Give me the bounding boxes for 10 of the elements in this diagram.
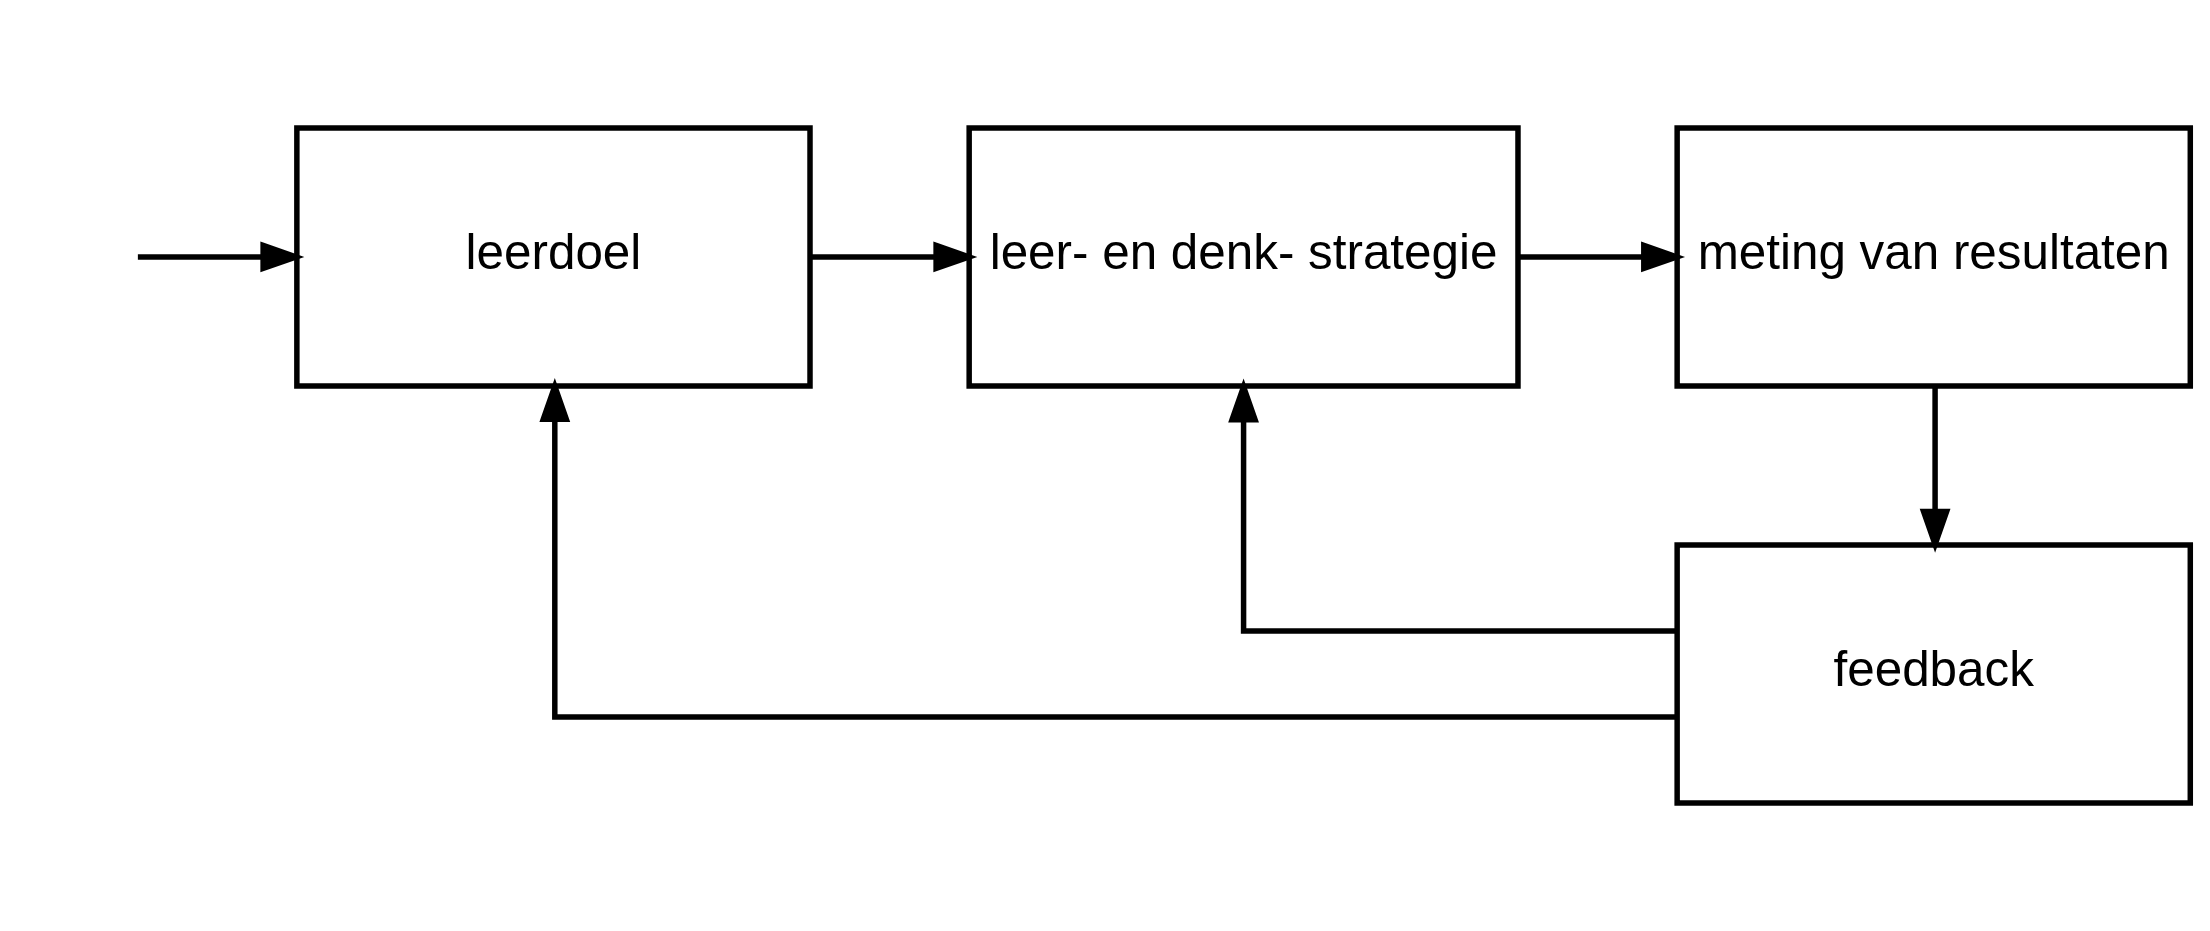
node-box: feedback: [1674, 542, 2194, 806]
node-box: leerdoel: [294, 125, 813, 389]
arrow: [1228, 378, 1677, 634]
arrow: [1919, 386, 1951, 553]
arrow: [810, 241, 978, 273]
arrow: [137, 241, 305, 273]
arrow: [539, 378, 1677, 720]
node-box: meting van resultaten: [1674, 125, 2194, 389]
arrow: [1518, 241, 1686, 273]
node-box: leer- en denk- strategie: [966, 125, 1521, 389]
